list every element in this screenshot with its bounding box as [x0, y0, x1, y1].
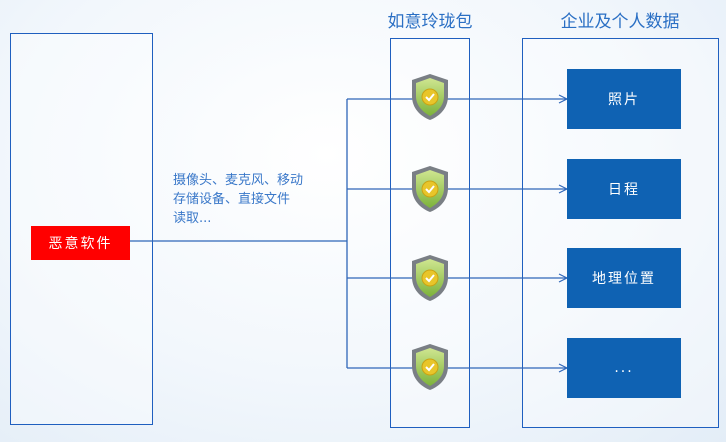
check-shield-icon: [412, 255, 448, 301]
malware-box: 恶意软件: [31, 226, 130, 260]
data-box-more: ...: [567, 338, 681, 398]
permissions-line-3: 读取...: [173, 211, 212, 226]
data-box-location: 地理位置: [567, 248, 681, 308]
check-shield-icon: [412, 344, 448, 390]
data-box-calendar: 日程: [567, 159, 681, 219]
permissions-line-1: 摄像头、麦克风、移动: [173, 173, 304, 188]
data-box-photos: 照片: [567, 69, 681, 129]
permissions-line-2: 存储设备、直接文件: [173, 192, 291, 207]
check-shield-icon: [412, 166, 448, 212]
shield-column-title: 如意玲珑包: [387, 12, 473, 32]
check-shield-icon: [412, 74, 448, 120]
permissions-text: 摄像头、麦克风、移动 存储设备、直接文件 读取...: [173, 171, 348, 228]
data-column-title: 企业及个人数据: [560, 12, 680, 32]
